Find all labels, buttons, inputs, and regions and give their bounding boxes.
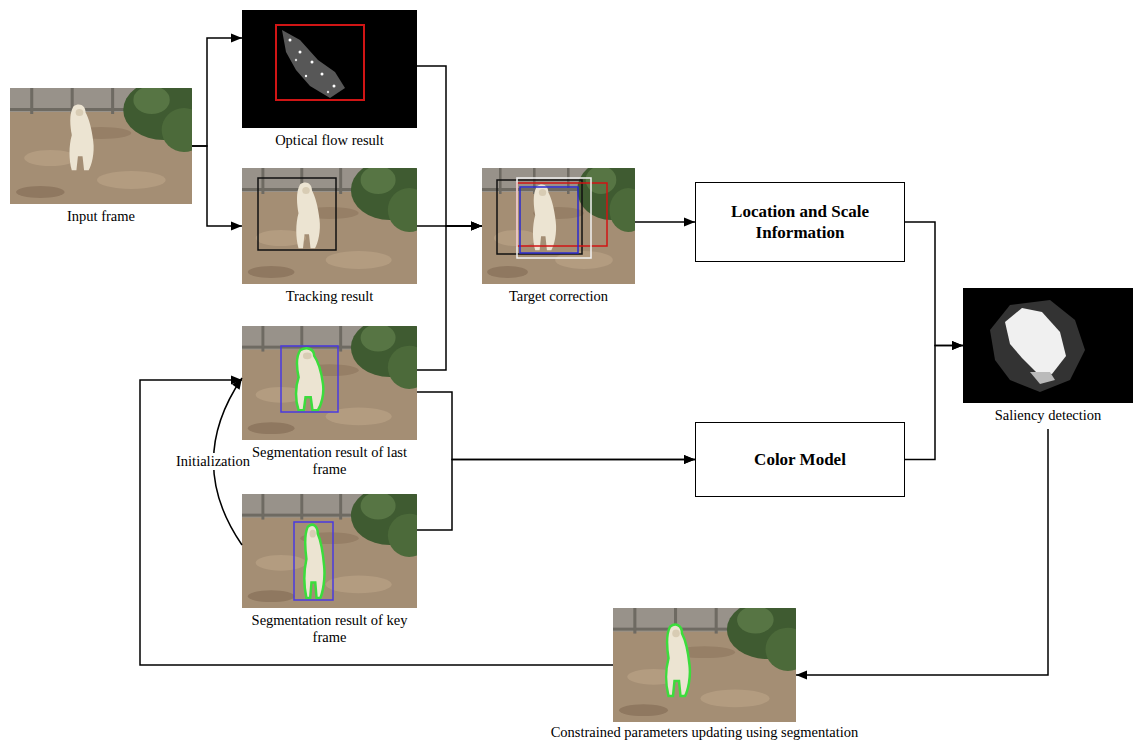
arrow-head — [471, 222, 482, 231]
panel-caption: Constrained parameters updating using se… — [551, 724, 859, 741]
connector-line — [905, 222, 963, 346]
connector-arrow — [905, 341, 963, 460]
image-panel: Tracking result — [242, 168, 417, 284]
box-label: Color Model — [754, 449, 846, 470]
arrow-head — [684, 218, 695, 227]
connector-arrow — [140, 376, 613, 666]
panel-caption: Segmentation result of last frame — [250, 444, 410, 478]
connector-arrow — [417, 66, 482, 231]
arrow-head — [231, 222, 242, 231]
connector-line — [192, 146, 242, 226]
connector-arrow — [417, 222, 482, 371]
connector-arrow — [192, 146, 242, 231]
image-panel: Segmentation result of key frame — [242, 494, 417, 608]
connector-line — [140, 380, 613, 665]
panel-caption: Saliency detection — [995, 407, 1102, 424]
arrow-head — [952, 341, 963, 350]
arrow-head — [232, 378, 242, 390]
image-panel: Constrained parameters updating using se… — [613, 608, 796, 722]
box-label: Location and Scale Information — [714, 201, 886, 244]
panel-caption: Target correction — [509, 288, 608, 305]
arrow-head — [231, 34, 242, 43]
process-box: Location and Scale Information — [695, 182, 905, 262]
connector-arrow — [192, 34, 242, 147]
panel-caption: Tracking result — [286, 288, 374, 305]
edge-label: Initialization — [174, 453, 252, 470]
connector-line — [417, 66, 482, 226]
connector-line — [417, 460, 695, 531]
image-panel: Input frame — [10, 88, 192, 204]
arrow-head — [952, 341, 963, 350]
arrow-head — [684, 455, 695, 464]
arrow-head — [796, 671, 807, 680]
connector-line — [905, 346, 963, 460]
connector-line — [192, 38, 242, 146]
connector-arrow — [635, 218, 695, 227]
image-panel: Saliency detection — [963, 288, 1133, 403]
panel-caption: Segmentation result of key frame — [250, 612, 410, 646]
image-panel: Optical flow result — [242, 10, 417, 128]
process-box: Color Model — [695, 422, 905, 497]
connector-line — [417, 226, 482, 370]
panel-caption: Optical flow result — [275, 132, 384, 149]
connector-arrow — [417, 455, 695, 530]
connector-line — [417, 392, 695, 460]
connector-arrow — [905, 222, 963, 350]
arrow-head — [471, 222, 482, 231]
image-panel: Target correction — [482, 168, 635, 284]
image-panel: Segmentation result of last frame — [242, 326, 417, 440]
arrow-head — [684, 455, 695, 464]
arrow-head — [471, 222, 482, 231]
panel-caption: Input frame — [67, 208, 135, 225]
connector-arrow — [417, 392, 695, 464]
